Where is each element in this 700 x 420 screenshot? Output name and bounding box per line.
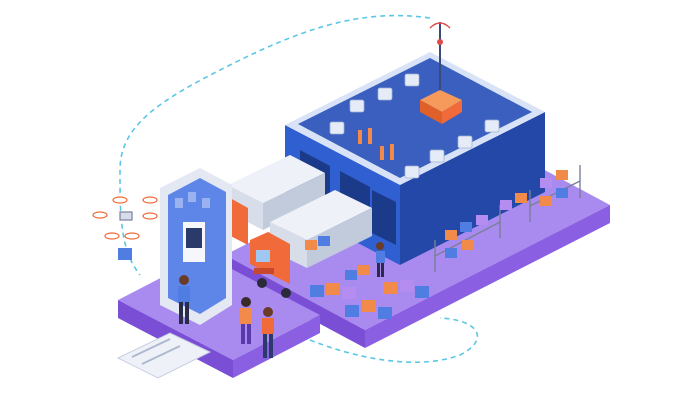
antenna-icon [420,22,462,124]
shelf-icon [434,165,581,272]
dashed-route-path-lower [309,317,479,363]
card-icon [116,332,212,379]
person-icon [178,242,385,358]
roof-vents [329,73,500,179]
box-clusters [305,236,429,319]
drone-icon [92,196,158,260]
phone-icon [160,168,232,325]
truck-icon [215,155,372,298]
